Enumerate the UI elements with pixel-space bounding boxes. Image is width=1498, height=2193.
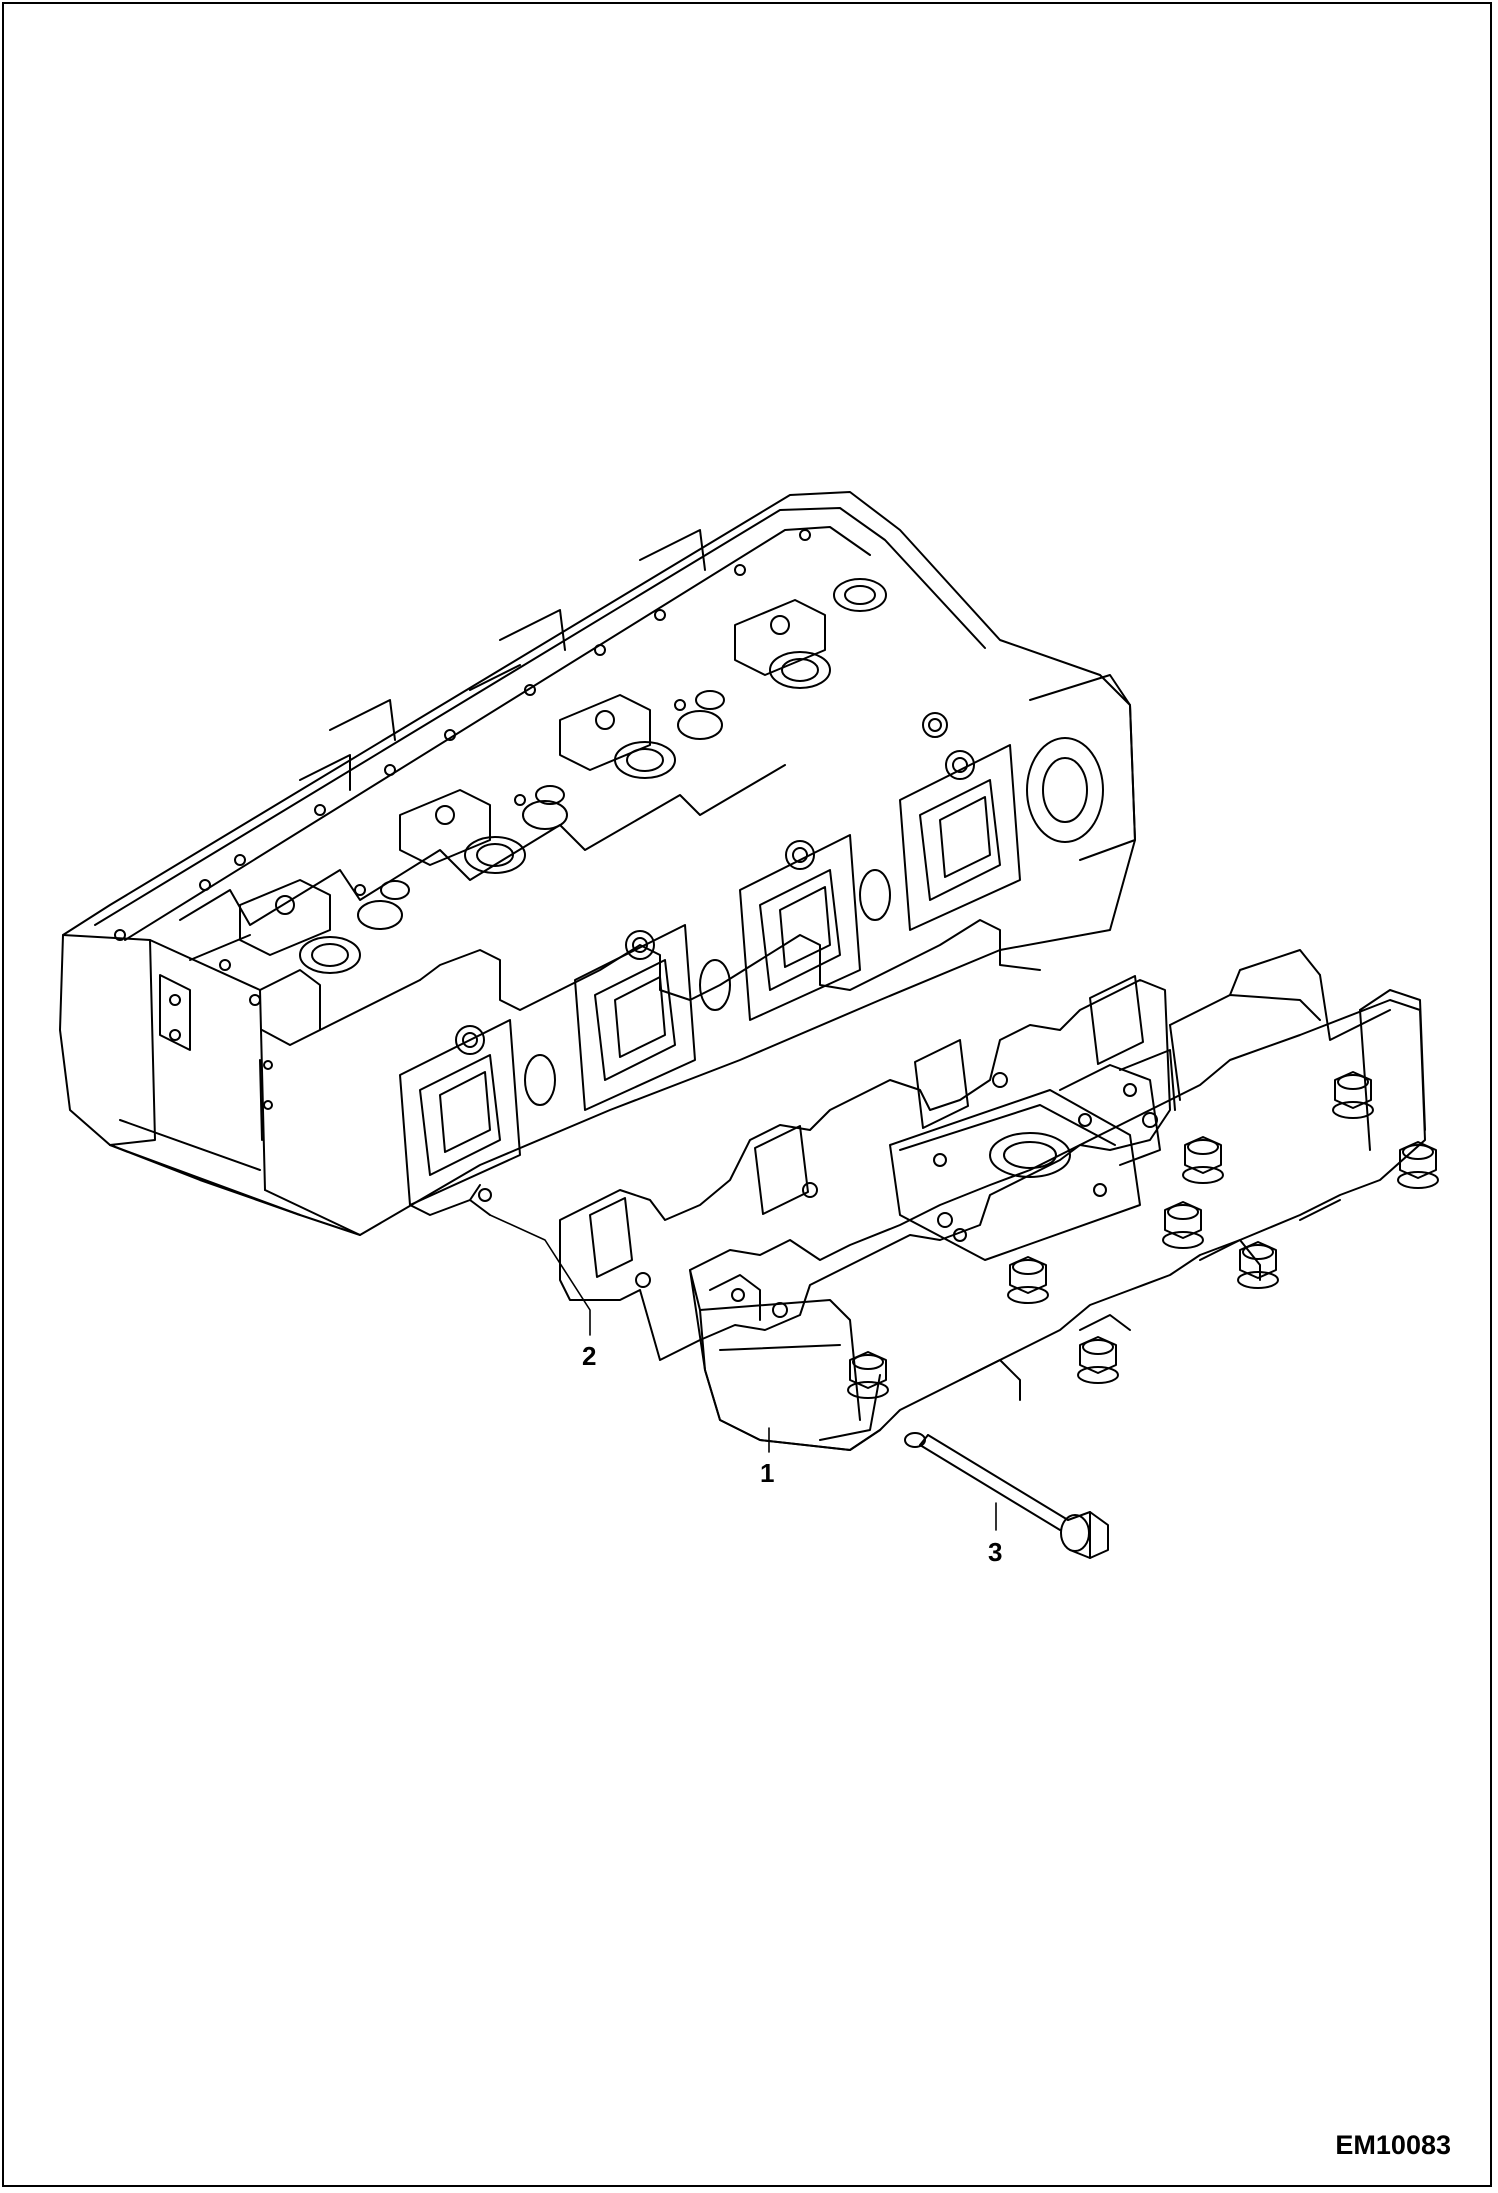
intake-gasket [559,975,1171,1361]
manifold-bolt [919,1434,1109,1559]
cylinder-head [59,491,1136,1236]
callout-gasket: 2 [582,1341,597,1371]
leader-line-2 [489,1214,591,1336]
drawing-number: EM10083 [1335,2130,1451,2160]
callout-bolt: 3 [988,1537,1003,1567]
intake-manifold [689,949,1439,1451]
callout-manifold: 1 [760,1458,775,1488]
leader-lines [489,1214,997,1531]
